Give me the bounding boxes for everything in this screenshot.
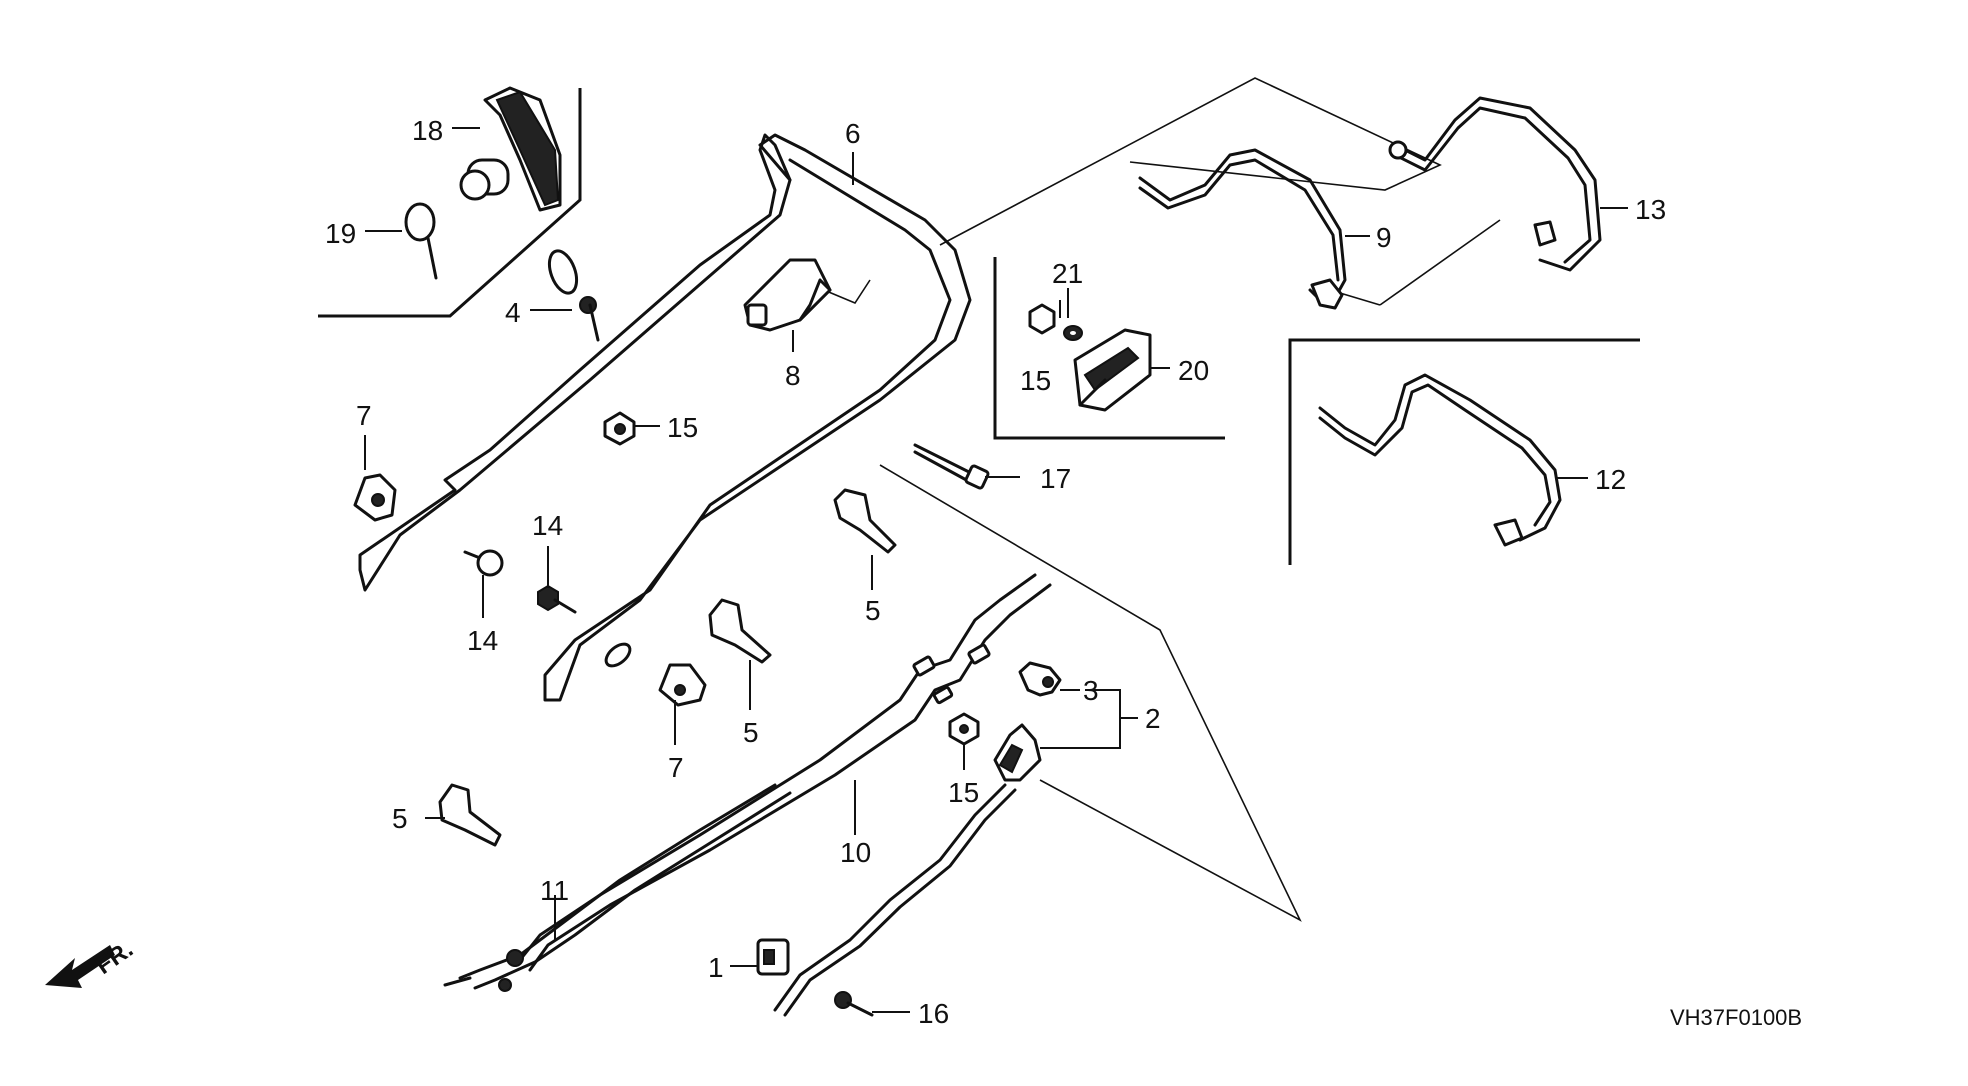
- bolt-part-14-b: [537, 584, 577, 614]
- clip-part-7-a: [353, 473, 397, 522]
- callout-20: 20: [1178, 355, 1209, 386]
- clamp-part-5-b: [708, 598, 772, 664]
- callout-15-c: 15: [948, 777, 979, 808]
- callout-2: 2: [1145, 703, 1161, 734]
- front-arrow-icon: [45, 945, 115, 988]
- bolt-part-17: [913, 443, 990, 490]
- callout-7-a: 7: [356, 400, 372, 431]
- screw-part-16: [834, 991, 874, 1017]
- callout-12: 12: [1595, 464, 1626, 495]
- inset-frame-bail-12: [1288, 338, 1640, 565]
- clamp-part-5-c: [438, 783, 502, 847]
- callout-1: 1: [708, 952, 724, 983]
- leader-lines: [364, 127, 1628, 1013]
- inset-frame-cable-guide: [993, 257, 1225, 440]
- callout-13: 13: [1635, 194, 1666, 225]
- callout-5-c: 5: [392, 803, 408, 834]
- clip-part-7-b: [658, 663, 707, 707]
- cable-guide-part-20: [1073, 328, 1152, 412]
- callout-21: 21: [1052, 258, 1083, 289]
- callout-14-a: 14: [532, 510, 563, 541]
- callout-7-b: 7: [668, 752, 684, 783]
- bracket-part-8: [743, 258, 832, 332]
- callout-18: 18: [412, 115, 443, 146]
- cable-part-10: [518, 573, 1052, 972]
- callout-4: 4: [505, 297, 521, 328]
- callout-8: 8: [785, 360, 801, 391]
- callout-17: 17: [1040, 463, 1071, 494]
- cable-bracket-lines: [879, 464, 1302, 922]
- clip-part-1: [756, 938, 790, 976]
- bail-part-13: [1388, 96, 1602, 272]
- callout-11: 11: [540, 875, 569, 906]
- cable-part-11: [443, 783, 792, 992]
- callout-14-b: 14: [467, 625, 498, 656]
- callout-9: 9: [1376, 222, 1392, 253]
- callout-15-b: 15: [1020, 365, 1051, 396]
- nut-part-15-c: [948, 712, 980, 746]
- callout-3: 3: [1083, 675, 1099, 706]
- washer-part-21: [1063, 325, 1083, 341]
- bail-part-12: [1318, 373, 1562, 547]
- callout-5-a: 5: [865, 595, 881, 626]
- handle-knob-part-18: [459, 86, 562, 212]
- callout-15-a: 15: [667, 412, 698, 443]
- inset-frame-knob: [318, 88, 582, 318]
- bolt-part-14-a: [463, 549, 504, 577]
- front-label: FR.: [91, 936, 138, 980]
- lever-part-3: [1018, 661, 1062, 697]
- clamp-part-5-a: [833, 488, 897, 554]
- eye-bolt-part-19: [404, 202, 438, 280]
- bail-part-9: [1138, 148, 1347, 310]
- diagram-code: VH37F0100B: [1670, 1005, 1802, 1030]
- bail-bracket-lines: [799, 77, 1501, 306]
- nut-part-15-b: [1028, 303, 1056, 335]
- eye-bolt-part-4: [547, 249, 600, 342]
- callout-10: 10: [840, 837, 871, 868]
- callout-labels: 18 19 4 6 8 7 15 21 15 20 17 14 14 5 5 7…: [325, 115, 1666, 1029]
- callout-5-b: 5: [743, 717, 759, 748]
- callout-16: 16: [918, 998, 949, 1029]
- callout-6: 6: [845, 118, 861, 149]
- throttle-cable: [773, 783, 1017, 1017]
- control-lever-part-2: [993, 723, 1042, 782]
- callout-19: 19: [325, 218, 356, 249]
- lower-handle-part-6: [358, 133, 972, 702]
- nut-part-15-a: [603, 411, 636, 446]
